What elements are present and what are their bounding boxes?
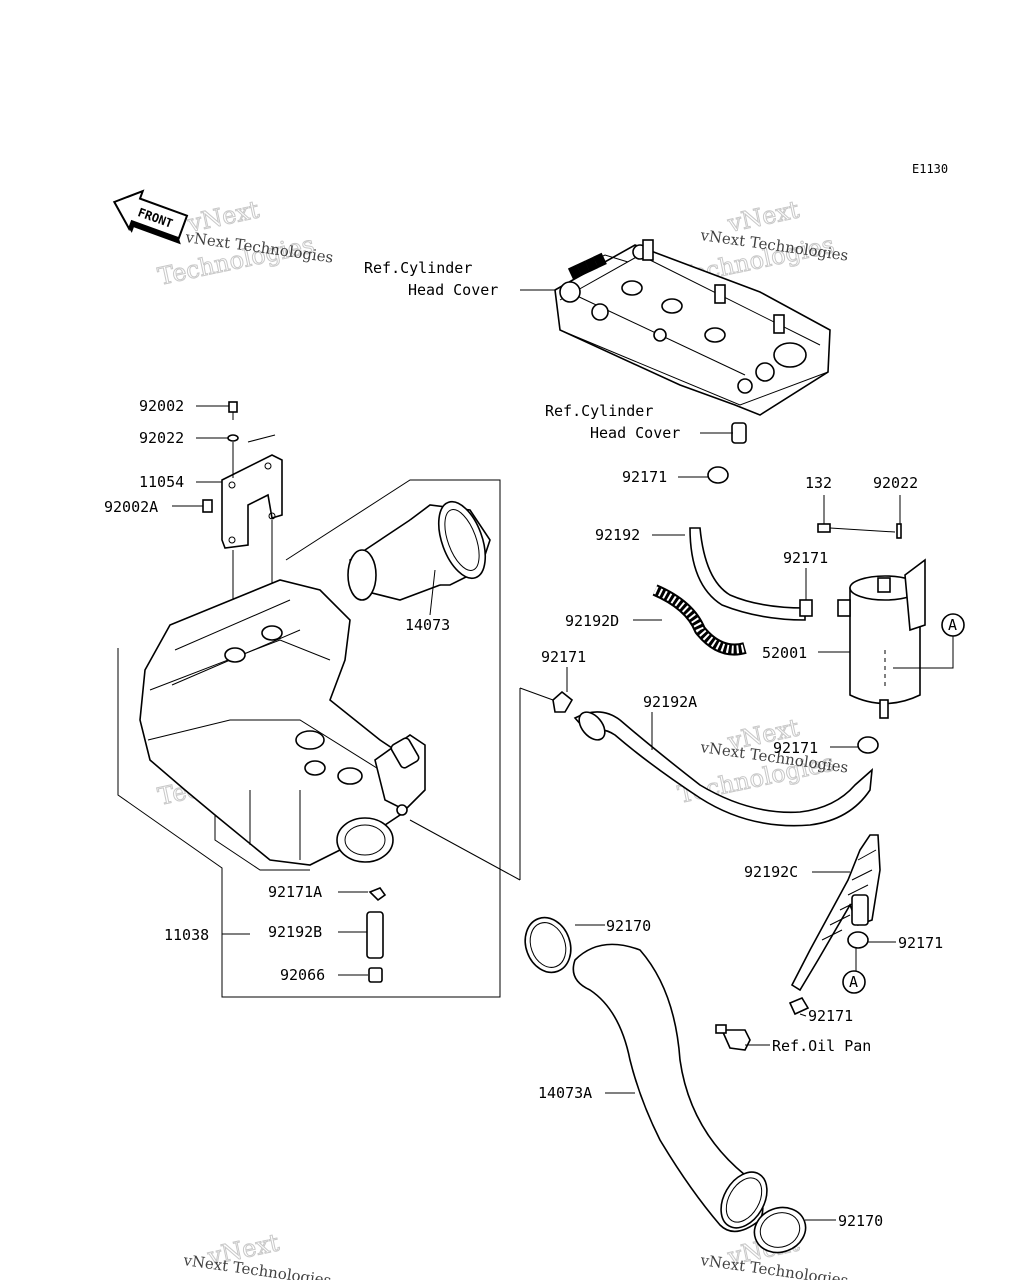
catch-tank-52001 — [837, 558, 926, 719]
ref-cylinder-head-cover-mid-1: Ref.Cylinder — [545, 402, 653, 420]
hose-92192B — [366, 911, 384, 959]
ref-cylinder-head-cover-top-2: Head Cover — [408, 281, 498, 299]
diagram-code: E1130 — [912, 162, 948, 176]
part-92192C: 92192C — [744, 863, 798, 881]
front-arrow-icon: FRONT — [112, 189, 189, 245]
hose-92192C — [790, 834, 881, 992]
ref-oil-pan: Ref.Oil Pan — [772, 1037, 871, 1055]
part-92171A: 92171A — [268, 883, 322, 901]
part-92022-right: 92022 — [873, 474, 918, 492]
part-132: 132 — [805, 474, 832, 492]
clamp-92171A — [368, 887, 387, 902]
clamp-92170-bottom — [753, 1206, 807, 1254]
cylinder-head-cover: ▇▇▇▇ — [554, 239, 831, 416]
clamp-92170-top — [524, 916, 572, 974]
large-hose-14073A — [572, 943, 768, 1233]
intake-duct-14073 — [347, 500, 491, 601]
part-92171-2: 92171 — [783, 549, 828, 567]
washer-92022-right — [896, 523, 902, 539]
bracket-group — [202, 401, 283, 640]
hose-92192 — [689, 527, 806, 621]
part-11038: 11038 — [164, 926, 209, 944]
part-92192: 92192 — [595, 526, 640, 544]
part-92002A: 92002A — [104, 498, 158, 516]
part-14073A: 14073A — [538, 1084, 592, 1102]
part-92171-1: 92171 — [622, 468, 667, 486]
clamp-92171-2 — [799, 599, 813, 617]
part-92192D: 92192D — [565, 612, 619, 630]
part-92171-3: 92171 — [541, 648, 586, 666]
part-92192A: 92192A — [643, 693, 697, 711]
part-92192B: 92192B — [268, 923, 322, 941]
part-52001: 52001 — [762, 644, 807, 662]
callout-a-bottom-label: A — [849, 973, 858, 991]
part-92170-bottom: 92170 — [838, 1212, 883, 1230]
part-92066: 92066 — [280, 966, 325, 984]
part-92170-top: 92170 — [606, 917, 651, 935]
clamp-92171-1 — [707, 466, 729, 484]
plug-92066 — [368, 967, 383, 983]
callout-a-bottom — [842, 970, 866, 994]
part-92002: 92002 — [139, 397, 184, 415]
clamp-92171-5 — [847, 931, 869, 949]
hose-92192A — [573, 711, 873, 827]
part-92171-4: 92171 — [773, 739, 818, 757]
part-92171-5: 92171 — [898, 934, 943, 952]
part-14073: 14073 — [405, 616, 450, 634]
part-92022-left: 92022 — [139, 429, 184, 447]
assembly-border — [117, 479, 501, 998]
ref-cylinder-head-cover-top-1: Ref.Cylinder — [364, 259, 472, 277]
part-11054: 11054 — [139, 473, 184, 491]
clamp-92171-6 — [788, 996, 810, 1016]
callout-a-top-label: A — [948, 616, 957, 634]
clamp-92171-4 — [857, 736, 879, 754]
clamp-92171-3 — [552, 690, 574, 713]
ref-cylinder-head-cover-mid-2: Head Cover — [590, 424, 680, 442]
bolt-132 — [817, 523, 831, 533]
head-cover-fitting — [731, 422, 747, 444]
part-92171-6: 92171 — [808, 1007, 853, 1025]
air-box-11038 — [139, 579, 426, 871]
